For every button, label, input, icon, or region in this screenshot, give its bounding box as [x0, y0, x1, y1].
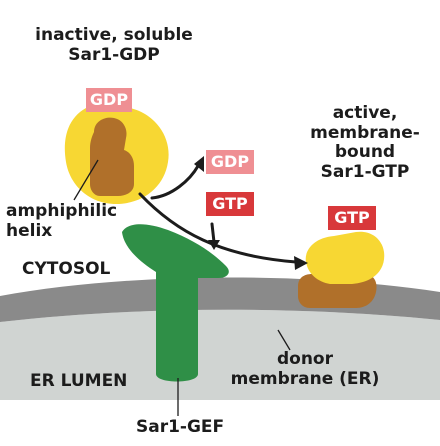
inactive-label-line2: Sar1-GDP: [68, 44, 160, 65]
helix-leader-line: [73, 159, 99, 201]
arrowheads: [194, 156, 308, 270]
gdp-release-arrowhead: [194, 156, 204, 172]
activation-arrowhead: [294, 256, 308, 270]
cytosol-label: CYTOSOL: [22, 259, 111, 279]
gtp-bound-tag: GTP: [328, 206, 376, 230]
er-lumen-label: ER LUMEN: [30, 371, 128, 391]
active-label-line4: Sar1-GTP: [320, 161, 410, 182]
active-label-line1: active,: [332, 103, 398, 123]
amphiphilic-helix-label: amphiphilic helix: [6, 201, 118, 241]
gtp-incoming-tag: GTP: [206, 192, 254, 216]
gdp-release-arrow: [150, 164, 200, 200]
active-sar1-label: active, membrane- bound Sar1-GTP: [290, 103, 440, 182]
donor-membrane-label: donor membrane (ER): [208, 349, 402, 389]
gdp-released-tag: GDP: [206, 150, 254, 174]
amphiphilic-label-line1: amphiphilic: [6, 201, 118, 221]
sar1-gef: [122, 224, 229, 382]
donor-label-line2: membrane (ER): [230, 368, 380, 389]
exchange-arrows: [138, 164, 298, 264]
sar1-gef-label: Sar1-GEF: [136, 417, 225, 437]
gtp-binding-arrow: [210, 222, 216, 244]
gdp-bound-tag: GDP: [86, 88, 132, 112]
amphiphilic-label-line2: helix: [6, 220, 53, 241]
inactive-sar1-label: inactive, soluble Sar1-GDP: [24, 25, 204, 65]
activation-arrow: [138, 192, 298, 264]
sar1-gtp-protein: [305, 231, 385, 284]
active-label-line3: bound: [334, 142, 396, 163]
donor-label-line1: donor: [276, 349, 333, 369]
er-lumen-band: [0, 309, 440, 400]
gtp-binding-arrowhead: [208, 240, 220, 250]
amphiphilic-helix-folded: [90, 117, 134, 196]
membrane-leader-line: [277, 329, 291, 351]
active-label-line2: membrane-: [310, 122, 420, 143]
inactive-label-line1: inactive, soluble: [35, 25, 193, 45]
